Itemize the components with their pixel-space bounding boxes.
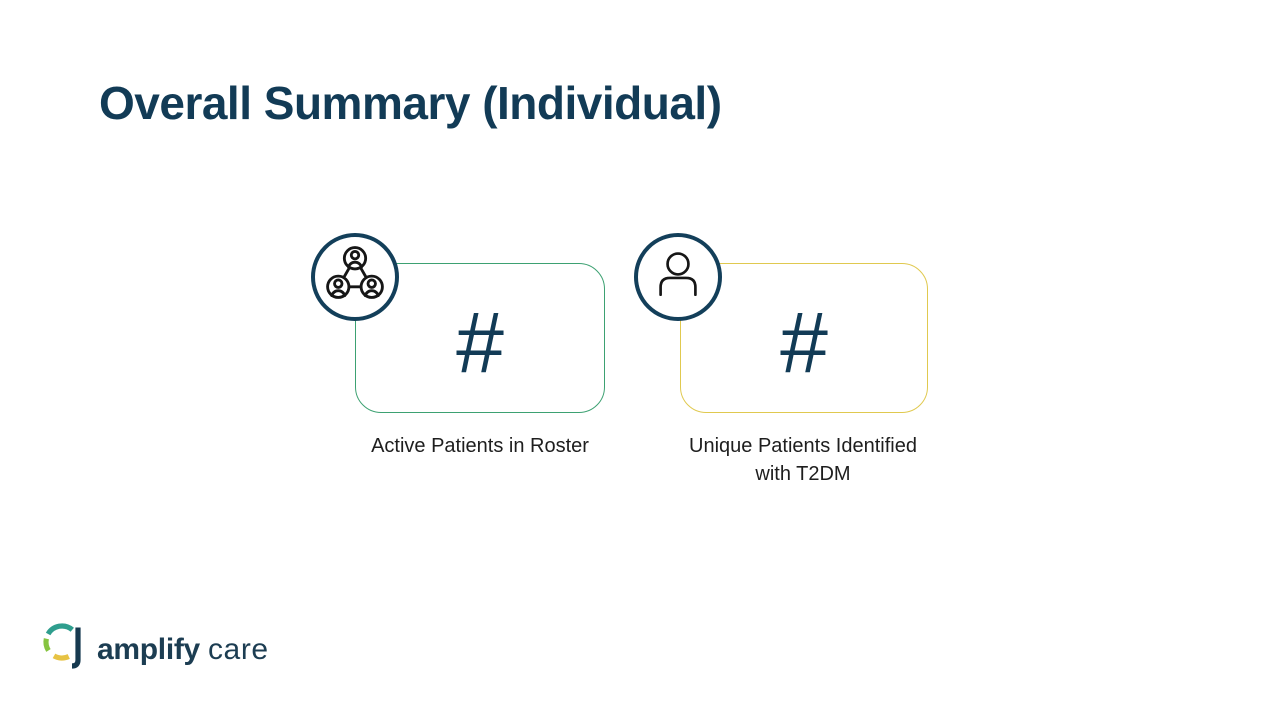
page-title: Overall Summary (Individual) — [99, 77, 722, 129]
people-network-icon — [324, 244, 386, 311]
card-badge — [634, 233, 722, 321]
card-label: Active Patients in Roster — [371, 435, 589, 457]
amplify-logo-icon — [42, 617, 88, 676]
card-badge — [311, 233, 399, 321]
card-value: # — [780, 295, 828, 391]
card-label: Unique Patients Identified with T2DM — [689, 435, 917, 485]
logo-word-amplify: amplify — [97, 633, 200, 666]
card-t2dm-patients: # — [680, 263, 928, 413]
card-value: # — [456, 295, 504, 391]
person-icon — [649, 246, 707, 309]
logo-word-care: care — [207, 633, 269, 666]
